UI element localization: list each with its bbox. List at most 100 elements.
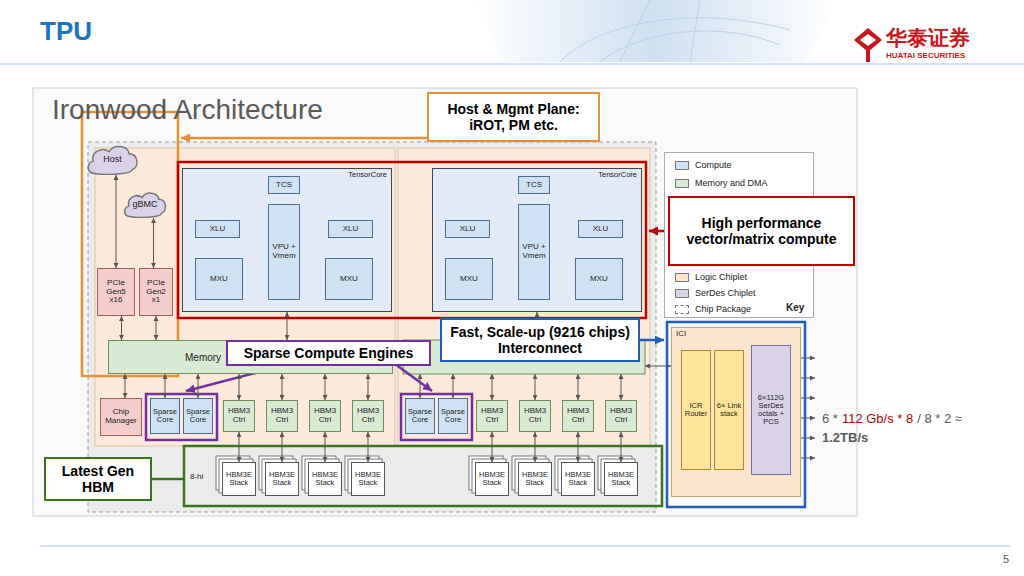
node-label: Memory xyxy=(185,352,221,363)
node-label: HBM3 Ctrl xyxy=(225,407,253,425)
node-label: HBM3E Stack xyxy=(267,471,297,488)
node-label: Sparse Compute Engines xyxy=(234,345,423,361)
legend-swatch xyxy=(675,289,689,298)
node-label: HBM3 Ctrl xyxy=(478,407,506,425)
legend-swatch xyxy=(675,161,689,170)
diagram-frame xyxy=(33,88,857,516)
hbm-controller: HBM3 Ctrl xyxy=(352,400,384,432)
xlu-unit: XLU xyxy=(578,220,623,238)
logo-text: 华泰证券 xyxy=(886,24,970,52)
node-label: VPU + Vmem xyxy=(270,243,298,261)
connector xyxy=(239,432,240,462)
connector xyxy=(492,432,493,462)
node-label: High performance vector/matrix compute xyxy=(676,215,847,247)
node-label: HBM3 Ctrl xyxy=(607,407,635,425)
hbm-stack: HBM3E Stack xyxy=(561,462,595,496)
hbm-stack: HBM3E Stack xyxy=(351,462,385,496)
hbm-controller: HBM3 Ctrl xyxy=(223,400,255,432)
mxu-unit: MXU xyxy=(445,258,493,300)
vpu-unit: VPU + Vmem xyxy=(518,204,550,300)
connector xyxy=(621,432,622,462)
callout-box: Host & Mgmt Plane: iROT, PM etc. xyxy=(427,92,600,142)
logo-subtext: HUATAI SECURITIES xyxy=(886,51,965,60)
formula-result: 1.2TB/s xyxy=(822,429,1020,448)
node-label: VPU + Vmem xyxy=(520,243,548,261)
pcie-box: PCIe Gen2 x1 xyxy=(139,268,173,316)
mxu-unit: MXU xyxy=(195,258,243,300)
node-label: XLU xyxy=(580,225,621,234)
mxu-unit: MXU xyxy=(575,258,623,300)
hbm-stack: HBM3E Stack xyxy=(518,462,552,496)
legend-label: Compute xyxy=(695,160,732,170)
node-label: HBM3 Ctrl xyxy=(521,407,549,425)
logic-chiplet xyxy=(95,148,395,446)
legend-key: Key xyxy=(786,302,804,313)
legend-label: Memory and DMA xyxy=(695,178,768,188)
connector xyxy=(325,374,326,400)
connector xyxy=(121,316,122,340)
legend-swatch xyxy=(675,179,689,188)
connector xyxy=(325,432,326,462)
hbm-controller: HBM3 Ctrl xyxy=(519,400,551,432)
tcs-unit: TCS xyxy=(518,176,550,194)
node-label: TCS xyxy=(520,181,548,190)
ici-chiplet: ICI ICR Router 6× Link stack 6×112G SerDes … xyxy=(671,327,801,497)
connector xyxy=(153,218,154,268)
mxu-unit: MXU xyxy=(325,258,373,300)
sparse-core: Sparse Core xyxy=(405,398,435,434)
header-banner xyxy=(470,0,840,62)
node-label: Sparse Core xyxy=(440,408,466,425)
hbm-stack: HBM3E Stack xyxy=(308,462,342,496)
bmc-cloud: gBMC xyxy=(122,190,168,218)
sparse-core: Sparse Core xyxy=(150,398,180,434)
node-label: HBM3 Ctrl xyxy=(564,407,592,425)
stack-height: 8-hi xyxy=(190,472,203,481)
chip-package xyxy=(88,142,656,512)
sparse-core: Sparse Core xyxy=(183,398,213,434)
connector xyxy=(368,432,369,462)
tcs-unit: TCS xyxy=(268,176,300,194)
pcie-box: PCIe Gen5 x16 xyxy=(97,268,135,316)
link-stack: 6× Link stack xyxy=(714,350,744,470)
serdes-chiplet: 6×112G SerDes octals + PCS xyxy=(751,345,791,475)
callout-box: Fast, Scale-up (9216 chips) Interconnect xyxy=(440,318,640,362)
header-rule xyxy=(0,64,1024,65)
node-label: Fast, Scale-up (9216 chips) Interconnect xyxy=(448,324,632,356)
icr-router: ICR Router xyxy=(681,350,711,470)
callout-box: Sparse Compute Engines xyxy=(226,340,431,366)
hbm-controller: HBM3 Ctrl xyxy=(476,400,508,432)
node-label: MXU xyxy=(447,275,491,284)
node-label: XLU xyxy=(330,225,371,234)
xlu-unit: XLU xyxy=(328,220,373,238)
node-label: XLU xyxy=(447,225,488,234)
node-label: ICR Router xyxy=(683,402,709,419)
hbm-stack: HBM3E Stack xyxy=(222,462,256,496)
node-label: HBM3E Stack xyxy=(563,471,593,488)
page-number: 5 xyxy=(1003,553,1009,565)
node-label: gBMC xyxy=(122,199,168,209)
connector xyxy=(165,374,166,398)
hbm-controller: HBM3 Ctrl xyxy=(605,400,637,432)
node-label: Latest Gen HBM xyxy=(52,463,144,495)
node-label: HBM3E Stack xyxy=(310,471,340,488)
hbm-controller: HBM3 Ctrl xyxy=(266,400,298,432)
node-label: ICI xyxy=(676,330,686,339)
node-label: 6×112G SerDes octals + PCS xyxy=(753,394,789,427)
slide-title: TPU xyxy=(40,16,92,47)
node-label: HBM3 Ctrl xyxy=(311,407,339,425)
connector xyxy=(239,374,240,400)
connector xyxy=(368,374,369,400)
legend-label: Logic Chiplet xyxy=(695,272,747,282)
node-label: PCIe Gen2 x1 xyxy=(141,279,171,305)
hbm-stack: HBM3E Stack xyxy=(604,462,638,496)
callout-box: Latest Gen HBM xyxy=(44,457,152,501)
diagram-title: Ironwood Architecture xyxy=(52,94,323,126)
legend-label: SerDes Chiplet xyxy=(695,288,756,298)
node-label: HBM3E Stack xyxy=(477,471,507,488)
connector xyxy=(287,312,288,340)
banner-globe xyxy=(560,0,790,62)
node-label: PCIe Gen5 x16 xyxy=(99,279,133,305)
hbm-controller: HBM3 Ctrl xyxy=(309,400,341,432)
logo-icon xyxy=(854,28,882,62)
formula-part: / 8 * 2 ≈ xyxy=(917,410,962,429)
